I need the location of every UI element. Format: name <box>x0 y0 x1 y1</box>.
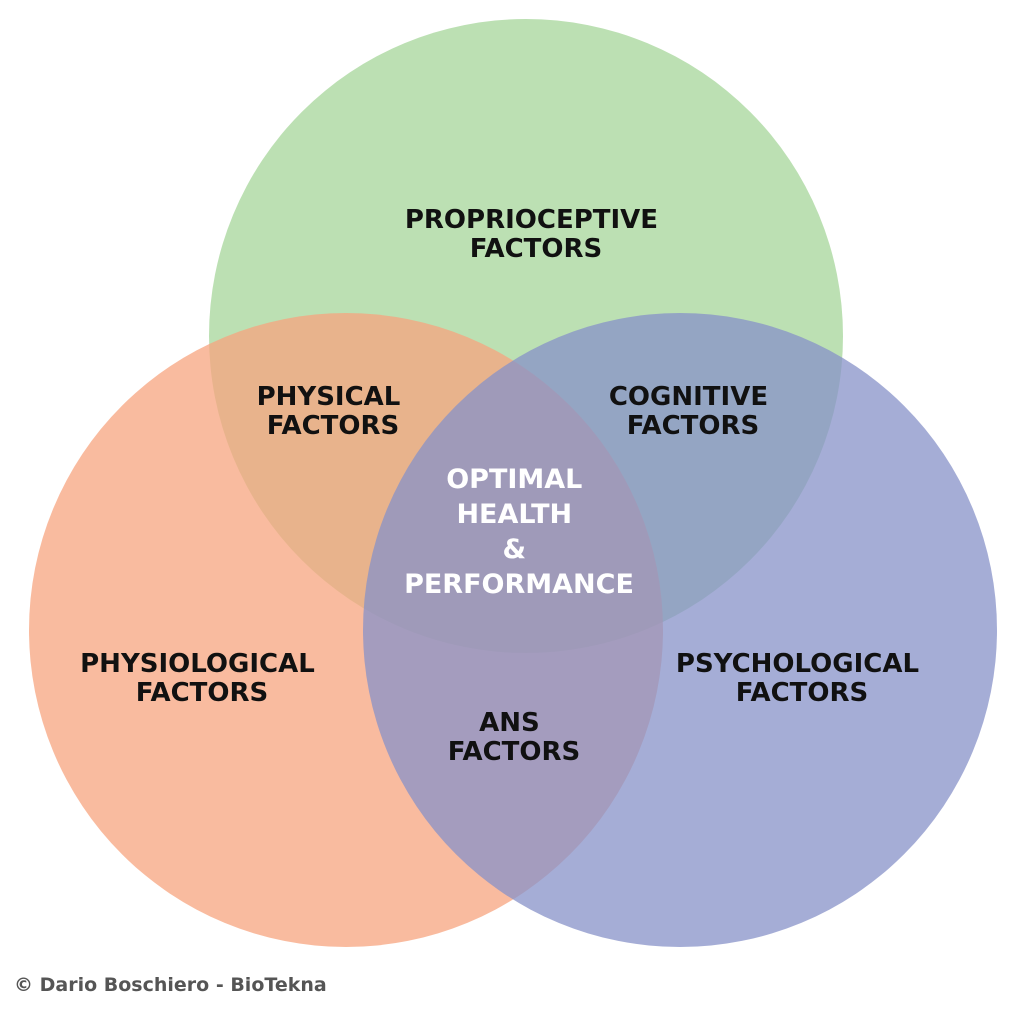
proprioceptive-label-line1: PROPRIOCEPTIVE <box>405 205 658 235</box>
psychological-label-line2: FACTORS <box>736 678 869 708</box>
ans-label: ANS FACTORS <box>448 708 581 767</box>
psychological-label: PSYCHOLOGICAL FACTORS <box>676 649 928 708</box>
optimal-health-label: OPTIMAL HEALTH & PERFORMANCE <box>404 464 634 600</box>
cognitive-label: COGNITIVE FACTORS <box>609 382 777 441</box>
physical-label-line1: PHYSICAL <box>257 382 401 412</box>
optimal-health-line3: & <box>503 534 527 565</box>
proprioceptive-label: PROPRIOCEPTIVE FACTORS <box>405 205 667 264</box>
cognitive-label-line1: COGNITIVE <box>609 382 768 412</box>
optimal-health-line4: PERFORMANCE <box>404 569 634 600</box>
physiological-label-line2: FACTORS <box>136 678 269 708</box>
physiological-label-line1: PHYSIOLOGICAL <box>80 649 315 679</box>
physiological-label: PHYSIOLOGICAL FACTORS <box>80 649 324 708</box>
psychological-circle <box>363 313 997 947</box>
optimal-health-line1: OPTIMAL <box>446 464 582 495</box>
physical-label: PHYSICAL FACTORS <box>257 382 410 441</box>
optimal-health-line2: HEALTH <box>456 499 572 530</box>
ans-label-line1: ANS <box>479 708 540 738</box>
physical-label-line2: FACTORS <box>267 411 400 441</box>
psychological-label-line1: PSYCHOLOGICAL <box>676 649 919 679</box>
ans-label-line2: FACTORS <box>448 737 581 767</box>
proprioceptive-label-line2: FACTORS <box>470 234 603 264</box>
cognitive-label-line2: FACTORS <box>627 411 760 441</box>
copyright-notice: © Dario Boschiero - BioTekna <box>14 974 327 996</box>
